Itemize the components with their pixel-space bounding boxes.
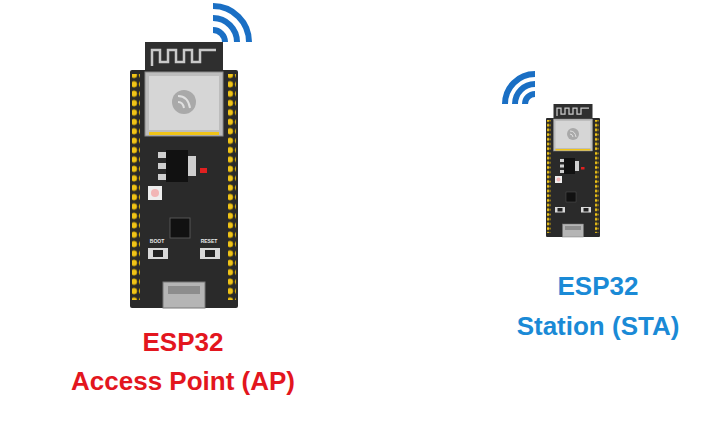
- mode-label: Access Point (AP): [71, 367, 295, 397]
- board-name: ESP32: [143, 328, 224, 358]
- button-label: BOOT: [150, 239, 164, 245]
- button-label: RESET: [201, 239, 218, 245]
- board-name: ESP32: [558, 272, 639, 302]
- mode-label: Station (STA): [517, 312, 680, 342]
